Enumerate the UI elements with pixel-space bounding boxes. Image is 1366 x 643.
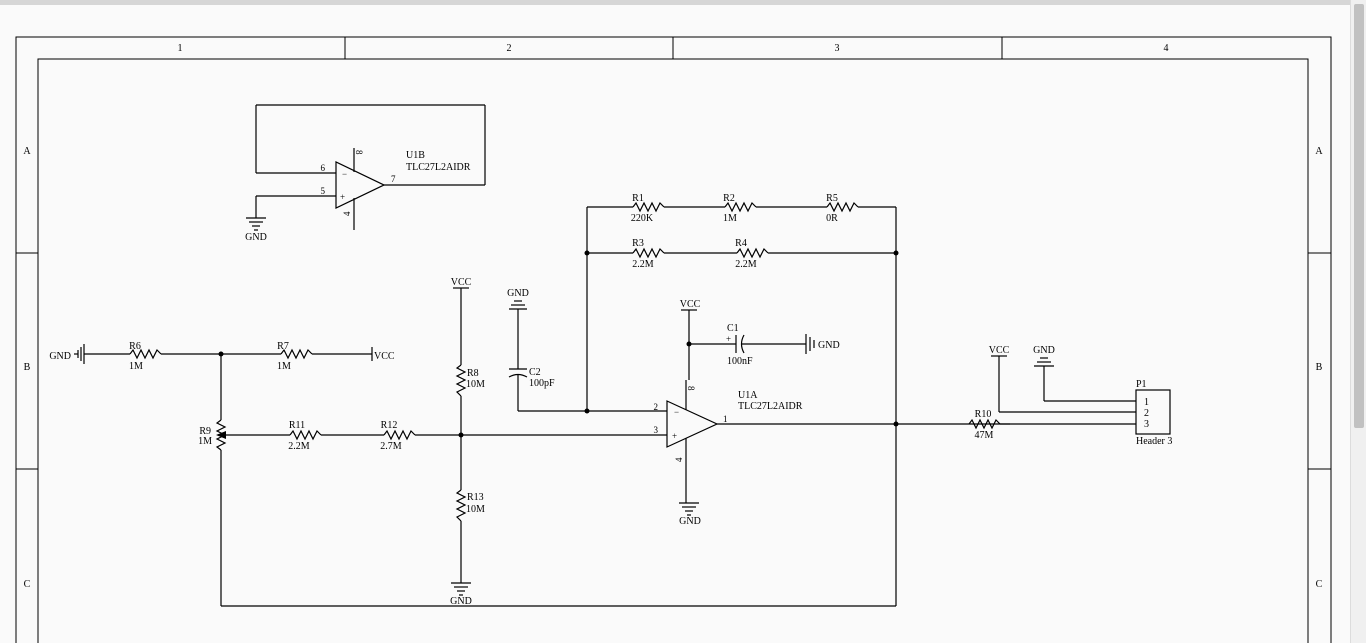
r6-r7-r9-network: GND VCC R6 1M R7 1M R9 1M (49, 341, 896, 607)
r3-ref: R3 (632, 238, 644, 249)
zone-col-1: 1 (178, 43, 183, 54)
gnd-label-c2: GND (507, 288, 529, 299)
gnd-label-r13: GND (450, 596, 472, 607)
gnd-label-u1b: GND (245, 232, 267, 243)
u1a-pin-2: 2 (654, 402, 659, 412)
r5-ref: R5 (826, 193, 838, 204)
zone-row-b-right: B (1316, 362, 1323, 373)
u1a-ref: U1A (738, 390, 758, 401)
r11-ref: R11 (289, 420, 305, 431)
u1a-opamp: − + 2 3 1 8 4 U1A TLC27L2AIDR (461, 380, 1000, 503)
gnd-label-u1a: GND (679, 516, 701, 527)
u1a-pin-1: 1 (723, 414, 728, 424)
u1b-minus: − (342, 169, 347, 179)
p1-pin-1: 1 (1144, 397, 1149, 408)
u1a-pin-4: 4 (674, 457, 684, 462)
r10-value: 47M (975, 430, 994, 441)
r4-ref: R4 (735, 238, 747, 249)
gnd-label-p1: GND (1033, 345, 1055, 356)
vcc-label-r7: VCC (374, 351, 395, 362)
zone-row-b-left: B (24, 362, 31, 373)
r8-ref: R8 (467, 368, 479, 379)
r8-r13-divider: VCC GND R8 10M R13 10M (450, 277, 485, 607)
r4-value: 2.2M (735, 259, 757, 270)
c1-plus: + (726, 334, 731, 344)
r13-ref: R13 (467, 492, 484, 503)
u1b-pin-4: 4 (342, 211, 352, 216)
r2-ref: R2 (723, 193, 735, 204)
u1b-part: TLC27L2AIDR (406, 162, 471, 173)
gnd-symbol-u1b: GND (245, 217, 267, 243)
u1a-minus: − (674, 407, 679, 417)
u1b-pin-8: 8 (354, 150, 364, 155)
p1-value: Header 3 (1136, 436, 1172, 447)
u1a-part: TLC27L2AIDR (738, 401, 803, 412)
vcc-symbol-u1a: VCC (680, 299, 701, 380)
vertical-scrollbar[interactable] (1350, 0, 1366, 643)
feedback-network: R1 220K R2 1M R5 0R R3 2.2M R4 2.2M (584, 193, 899, 606)
zone-row-c-right: C (1316, 579, 1323, 590)
r5-value: 0R (826, 213, 838, 224)
r9-value: 1M (198, 436, 212, 447)
c1-ref: C1 (727, 323, 739, 334)
u1b-opamp: − + 6 5 7 8 4 U1B TLC27L2AIDR (255, 104, 486, 230)
gnd-symbol-u1a: GND (679, 502, 701, 527)
vcc-label-u1a: VCC (680, 299, 701, 310)
c1-capacitor: C1 + 100nF GND (686, 323, 840, 367)
r9-ref: R9 (199, 426, 211, 437)
p1-ref: P1 (1136, 379, 1147, 390)
scrollbar-thumb[interactable] (1354, 4, 1364, 428)
u1a-pin-8: 8 (686, 386, 696, 391)
sheet-frame: 1 2 3 4 A B C A B C (15, 36, 1332, 643)
r7-value: 1M (277, 361, 291, 372)
r12-value: 2.7M (380, 441, 402, 452)
u1b-ref: U1B (406, 150, 425, 161)
u1a-plus: + (672, 431, 677, 441)
r11-value: 2.2M (288, 441, 310, 452)
r8-value: 10M (466, 379, 485, 390)
vcc-label-r8: VCC (451, 277, 472, 288)
r6-value: 1M (129, 361, 143, 372)
zone-row-a-right: A (1315, 146, 1323, 157)
c2-capacitor: GND C2 100pF (507, 288, 587, 412)
zone-col-3: 3 (835, 43, 840, 54)
u1b-pin-6: 6 (321, 163, 326, 173)
r2-value: 1M (723, 213, 737, 224)
u1b-plus: + (340, 192, 345, 202)
zone-col-4: 4 (1164, 43, 1169, 54)
gnd-label-r6: GND (49, 351, 71, 362)
zone-col-2: 2 (507, 43, 512, 54)
r1-value: 220K (631, 213, 654, 224)
r10-ref: R10 (975, 409, 992, 420)
r6-ref: R6 (129, 341, 141, 352)
zone-row-a-left: A (23, 146, 31, 157)
u1b-pin-7: 7 (391, 174, 396, 184)
p1-pin-2: 2 (1144, 408, 1149, 419)
r11-r12-chain: R11 2.2M R12 2.7M (226, 420, 461, 452)
u1a-pin-3: 3 (654, 425, 659, 435)
output-header: R10 47M VCC GND P1 1 2 3 Header 3 (968, 345, 1172, 447)
r3-value: 2.2M (632, 259, 654, 270)
c1-value: 100nF (727, 356, 753, 367)
u1b-pin-5: 5 (321, 186, 326, 196)
r12-ref: R12 (381, 420, 398, 431)
p1-pin-3: 3 (1144, 419, 1149, 430)
r1-ref: R1 (632, 193, 644, 204)
zone-row-c-left: C (24, 579, 31, 590)
vcc-label-p1: VCC (989, 345, 1010, 356)
r13-value: 10M (466, 504, 485, 515)
c2-value: 100pF (529, 378, 555, 389)
viewer-top-edge (0, 0, 1350, 5)
r7-ref: R7 (277, 341, 289, 352)
c2-ref: C2 (529, 367, 541, 378)
gnd-label-c1: GND (818, 340, 840, 351)
